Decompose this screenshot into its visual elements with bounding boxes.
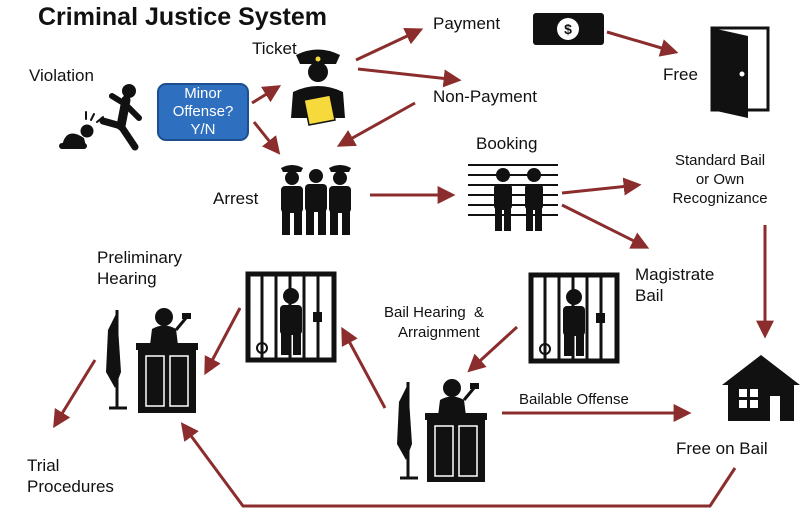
jail-cell-icon	[528, 272, 620, 364]
decision-box-minor-offense: Minor Offense? Y/N	[157, 83, 249, 141]
judge-at-bench-icon	[106, 308, 198, 413]
open-door-icon	[710, 26, 770, 118]
arrow-bail-hearing-to-jail	[341, 326, 387, 409]
label-payment: Payment	[433, 14, 501, 33]
decision-line-3: Y/N	[190, 121, 216, 138]
label-bailable-offense: Bailable Offense	[519, 391, 629, 408]
flow-arrows	[53, 27, 774, 508]
dollar-bill-icon: $	[533, 13, 604, 45]
label-magistrate-bail-line-1: Magistrate	[635, 265, 715, 284]
label-trial-procedures-line-1: Trial	[27, 456, 60, 475]
arrow-decision-to-ticket	[251, 85, 282, 105]
arrow-booking-to-magistrate-bail	[561, 203, 650, 249]
label-free: Free	[663, 65, 698, 84]
label-free-on-bail: Free on Bail	[676, 439, 768, 458]
assault-figures-icon	[59, 84, 142, 151]
arrow-decision-to-arrest	[252, 121, 281, 155]
label-trial-procedures-line-2: Procedures	[27, 477, 114, 496]
label-preliminary-hearing-line-2: Hearing	[97, 269, 157, 288]
arrow-magistrate-to-bail-hearing	[467, 325, 519, 373]
police-officer-ticket-icon	[291, 49, 345, 126]
judge-at-bench-icon	[397, 379, 487, 482]
arrow-jail-to-preliminary-hearing	[204, 307, 242, 376]
label-trial-procedures: Trial Procedures	[27, 455, 114, 497]
arrow-nonpayment-to-arrest	[336, 101, 416, 147]
label-standard-bail-line-2: or Own	[695, 171, 745, 188]
decision-line-2: Offense?	[172, 103, 234, 120]
label-standard-bail: Standard Bail or Own Recognizance	[656, 151, 784, 208]
label-standard-bail-line-3: Recognizance	[672, 190, 768, 207]
label-preliminary-hearing-line-1: Preliminary	[97, 248, 183, 267]
label-arrest: Arrest	[213, 189, 259, 208]
arrow-payment-to-free	[606, 30, 679, 57]
diagram-title: Criminal Justice System	[38, 3, 328, 31]
label-preliminary-hearing: Preliminary Hearing	[97, 247, 182, 289]
officers-with-arrestee-icon	[281, 165, 351, 235]
house-icon	[722, 355, 800, 421]
label-non-payment: Non-Payment	[433, 87, 537, 106]
mugshot-lineup-icon	[468, 164, 558, 231]
arrow-booking-to-standard-bail	[561, 177, 642, 196]
label-violation: Violation	[29, 66, 94, 85]
decision-line-1: Minor	[184, 85, 222, 102]
label-standard-bail-line-1: Standard Bail	[674, 152, 766, 169]
label-ticket: Ticket	[252, 39, 297, 58]
svg-text:$: $	[564, 21, 572, 37]
label-bail-hearing-line-1: Bail Hearing &	[384, 304, 485, 321]
label-bail-hearing: Bail Hearing & Arraignment	[384, 303, 484, 343]
label-magistrate-bail: Magistrate Bail	[635, 264, 714, 306]
label-bail-hearing-line-2: Arraignment	[398, 324, 480, 341]
arrow-ticket-to-payment	[355, 27, 424, 62]
arrow-preliminary-to-trial	[53, 359, 97, 429]
arrow-free-on-bail-to-preliminary	[180, 422, 737, 508]
label-booking: Booking	[476, 134, 538, 153]
jail-cell-icon	[245, 271, 337, 363]
arrow-ticket-to-nonpayment	[357, 67, 462, 88]
label-magistrate-bail-line-2: Bail	[635, 286, 664, 305]
